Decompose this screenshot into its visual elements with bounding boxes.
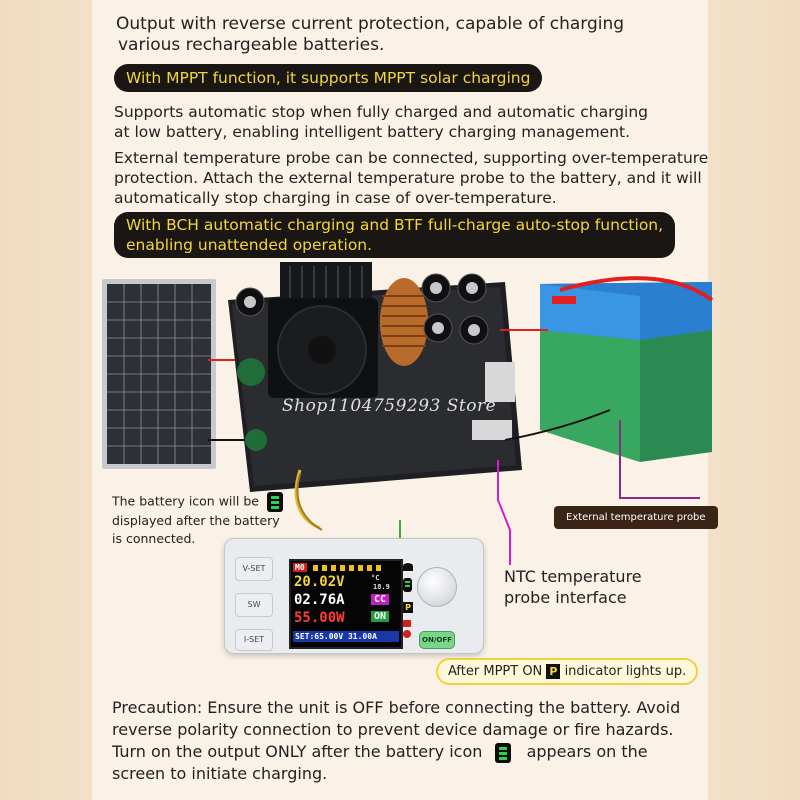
battery-note-line-2: displayed after the battery <box>112 513 280 528</box>
v-set-button[interactable]: V-SET <box>235 557 273 581</box>
battery-icon <box>495 742 512 763</box>
battery-icon <box>266 492 283 512</box>
wifi-icon <box>403 561 413 571</box>
thermometer-icon: °C <box>371 574 379 582</box>
fan-icon <box>403 630 411 638</box>
battery-note-line-1: The battery icon will be <box>112 493 259 509</box>
precaution-line-1: Precaution: Ensure the unit is OFF befor… <box>112 698 681 717</box>
power-supply-device: V-SET SW I-SET M0 20.02V 02.76A 55.00W °… <box>224 538 484 654</box>
lcd-screen: M0 20.02V 02.76A 55.00W °C 18.9 CC ON SE… <box>289 559 403 649</box>
status-dots <box>313 565 383 571</box>
temp-unit: °C <box>371 574 380 582</box>
mppt-p-icon: P <box>403 602 413 613</box>
output-on-badge: ON <box>371 611 390 622</box>
probe-paragraph: External temperature probe can be connec… <box>114 148 708 208</box>
mppt-p-icon: P <box>546 664 561 679</box>
precaution-line-4: screen to initiate charging. <box>112 764 328 783</box>
precaution-line-3a: Turn on the output ONLY after the batter… <box>112 742 483 761</box>
mppt-on-callout: After MPPT ON P indicator lights up. <box>436 658 699 685</box>
current-readout: 02.76A <box>294 592 345 608</box>
ntc-line-2: probe interface <box>504 588 627 607</box>
precaution-line-3b: appears on the <box>526 742 648 761</box>
bch-line-1: With BCH automatic charging and BTF full… <box>126 216 664 234</box>
side-icon-column: P <box>403 561 417 638</box>
battery-block <box>540 276 714 462</box>
watermark: Shop1104759293 Store <box>282 396 497 416</box>
sw-button[interactable]: SW <box>235 593 273 617</box>
precaution-paragraph: Precaution: Ensure the unit is OFF befor… <box>112 697 680 785</box>
mode-indicator: M0 <box>293 563 307 572</box>
solar-panel-icon <box>102 279 216 469</box>
battery-note-line-3: is connected. <box>112 531 196 546</box>
probe-line-1: External temperature probe can be connec… <box>114 149 709 167</box>
header-line-2: various rechargeable batteries. <box>118 35 385 55</box>
i-set-button[interactable]: I-SET <box>235 629 273 651</box>
set-values: SET:65.00V 31.00A <box>293 631 399 642</box>
voltage-readout: 20.02V <box>294 574 345 590</box>
battery-note: The battery icon will be displayed after… <box>112 492 283 548</box>
power-readout: 55.00W <box>294 610 345 626</box>
converter-board <box>228 262 522 492</box>
ntc-line-1: NTC temperature <box>504 567 642 586</box>
ntc-label: NTC temperature probe interface <box>504 566 642 608</box>
rotary-knob[interactable] <box>417 567 457 607</box>
auto-stop-line-2: at low battery, enabling intelligent bat… <box>114 123 631 141</box>
mppt-on-text-after: indicator lights up. <box>564 664 687 679</box>
battery-icon <box>403 578 412 592</box>
temperature-readout: 18.9 <box>373 583 390 591</box>
header-line-1: Output with reverse current protection, … <box>116 14 625 34</box>
probe-line-2: protection. Attach the external temperat… <box>114 169 702 187</box>
header-text: Output with reverse current protection, … <box>116 14 696 56</box>
auto-stop-line-1: Supports automatic stop when fully charg… <box>114 103 649 121</box>
mppt-pill: With MPPT function, it supports MPPT sol… <box>114 64 543 92</box>
precaution-line-2: reverse polarity connection to prevent d… <box>112 720 674 739</box>
external-probe-tag: External temperature probe <box>554 506 718 529</box>
on-off-button[interactable]: ON/OFF <box>419 631 455 649</box>
cc-mode-badge: CC <box>371 594 390 605</box>
mppt-on-text-before: After MPPT ON <box>448 664 543 679</box>
bch-line-2: enabling unattended operation. <box>126 236 373 254</box>
lock-icon <box>403 620 411 627</box>
bch-pill: With BCH automatic charging and BTF full… <box>114 212 676 258</box>
auto-stop-paragraph: Supports automatic stop when fully charg… <box>114 102 648 142</box>
probe-line-3: automatically stop charging in case of o… <box>114 189 557 207</box>
